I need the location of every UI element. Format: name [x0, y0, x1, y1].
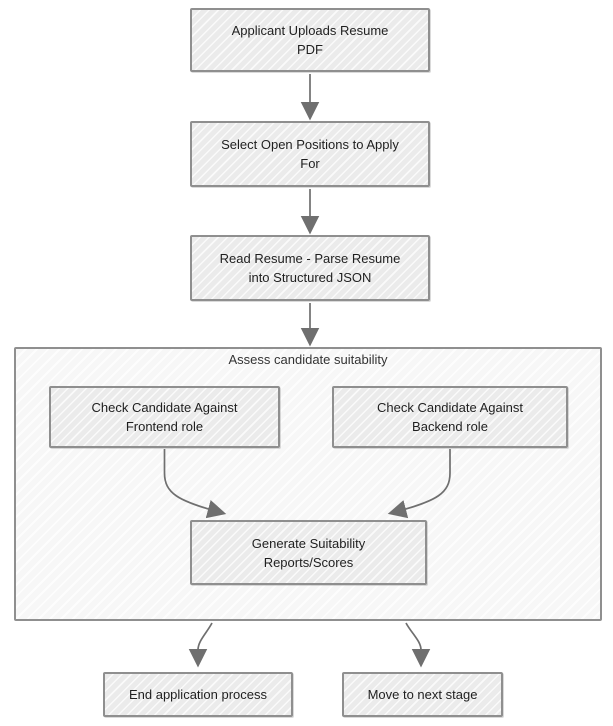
- node-move-to-next-stage: Move to next stage: [342, 672, 503, 717]
- node-label: Move to next stage: [367, 687, 478, 702]
- node-label: Applicant Uploads Resume PDF: [231, 23, 389, 57]
- node-end-application-process: End application process: [103, 672, 293, 717]
- node-read-parse-resume: Read Resume - Parse Resume into Structur…: [190, 235, 430, 301]
- node-applicant-uploads-resume: Applicant Uploads Resume PDF: [190, 8, 430, 72]
- node-check-backend-role: Check Candidate Against Backend role: [332, 386, 568, 448]
- edge-assess-to-end: [188, 622, 213, 668]
- node-label: Check Candidate Against Backend role: [377, 400, 523, 434]
- node-label: Check Candidate Against Frontend role: [91, 400, 238, 434]
- node-label: Select Open Positions to Apply For: [221, 137, 399, 171]
- edge-assess-to-next: [405, 622, 431, 668]
- node-generate-suitability-reports: Generate Suitability Reports/Scores: [190, 520, 427, 585]
- node-label: Read Resume - Parse Resume into Structur…: [219, 251, 401, 285]
- node-select-open-positions: Select Open Positions to Apply For: [190, 121, 430, 187]
- node-label: Generate Suitability Reports/Scores: [251, 535, 366, 570]
- subgraph-title: Assess candidate suitability: [228, 352, 388, 367]
- node-check-frontend-role: Check Candidate Against Frontend role: [49, 386, 280, 448]
- node-label: End application process: [128, 687, 268, 702]
